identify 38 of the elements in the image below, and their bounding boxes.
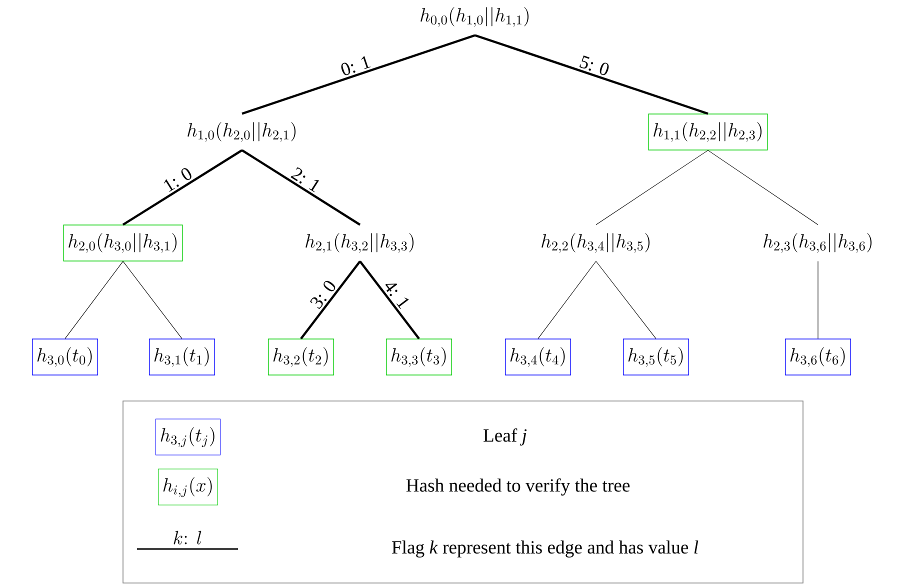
hash-box: $h_{2,0}(h_{3,0}||h_{3,1})$	[63, 224, 183, 262]
edge-label: 4: 1	[385, 284, 409, 310]
edge-label: 3: 0	[310, 280, 336, 310]
hash-box: $h_{3,4}(t_4)$	[505, 338, 571, 376]
hash-label: $h_{2,1}(h_{3,2}||h_{3,3})$	[306, 233, 414, 253]
edge-label: 2: 1	[290, 167, 319, 192]
edge-label: 0: 1	[341, 56, 371, 76]
legend-text: Leafj	[484, 428, 527, 446]
legend-sample: $h_{3,j}(t_j)$	[156, 418, 220, 456]
hash-box: $h_{3,3}(t_3)$	[386, 338, 452, 376]
hash-label: $h_{1,0}(h_{2,0}||h_{2,1})$	[188, 122, 296, 142]
hash-label: $h_{2,3}(h_{3,6}||h_{3,6})$	[764, 233, 872, 253]
hash-box: $h_{3,1}(t_1)$	[149, 338, 215, 376]
legend-sample: $h_{i,j}(x)$	[158, 468, 218, 506]
legend-sample: $k\colon\ l$	[137, 530, 238, 550]
hash-box: $h_{3,0}(t_0)$	[32, 338, 98, 376]
hash-box: $h_{3,6}(t_6)$	[785, 338, 851, 376]
tree-edge	[538, 261, 596, 339]
tree-edge	[241, 149, 361, 226]
hash-label: $h_{2,2}(h_{3,4}||h_{3,5})$	[542, 233, 650, 253]
hash-box: $h_{3,5}(t_5)$	[623, 338, 689, 376]
tree-edge	[596, 261, 656, 339]
tree-edge	[708, 150, 818, 225]
tree-edge	[122, 149, 243, 226]
tree-edge	[122, 261, 182, 339]
tree-edge	[474, 34, 708, 115]
hash-label: $h_{0,0}(h_{1,0}||h_{1,1})$	[420, 7, 529, 27]
tree-edge	[596, 150, 708, 225]
hash-box: $h_{3,2}(t_2)$	[268, 338, 334, 376]
tree-edge	[242, 34, 476, 115]
edge-label: 5: 0	[579, 56, 609, 76]
legend-text: Flag k represent this edge and has value l	[392, 540, 698, 558]
tree-edge	[64, 261, 124, 339]
hash-box: $h_{1,1}(h_{2,2}||h_{2,3})$	[648, 114, 768, 150]
edge-label: 1: 0	[164, 168, 192, 192]
tree-edge	[359, 260, 420, 340]
tree-edge	[300, 260, 361, 340]
legend-text: Hash needed to verify the tree	[406, 478, 630, 496]
